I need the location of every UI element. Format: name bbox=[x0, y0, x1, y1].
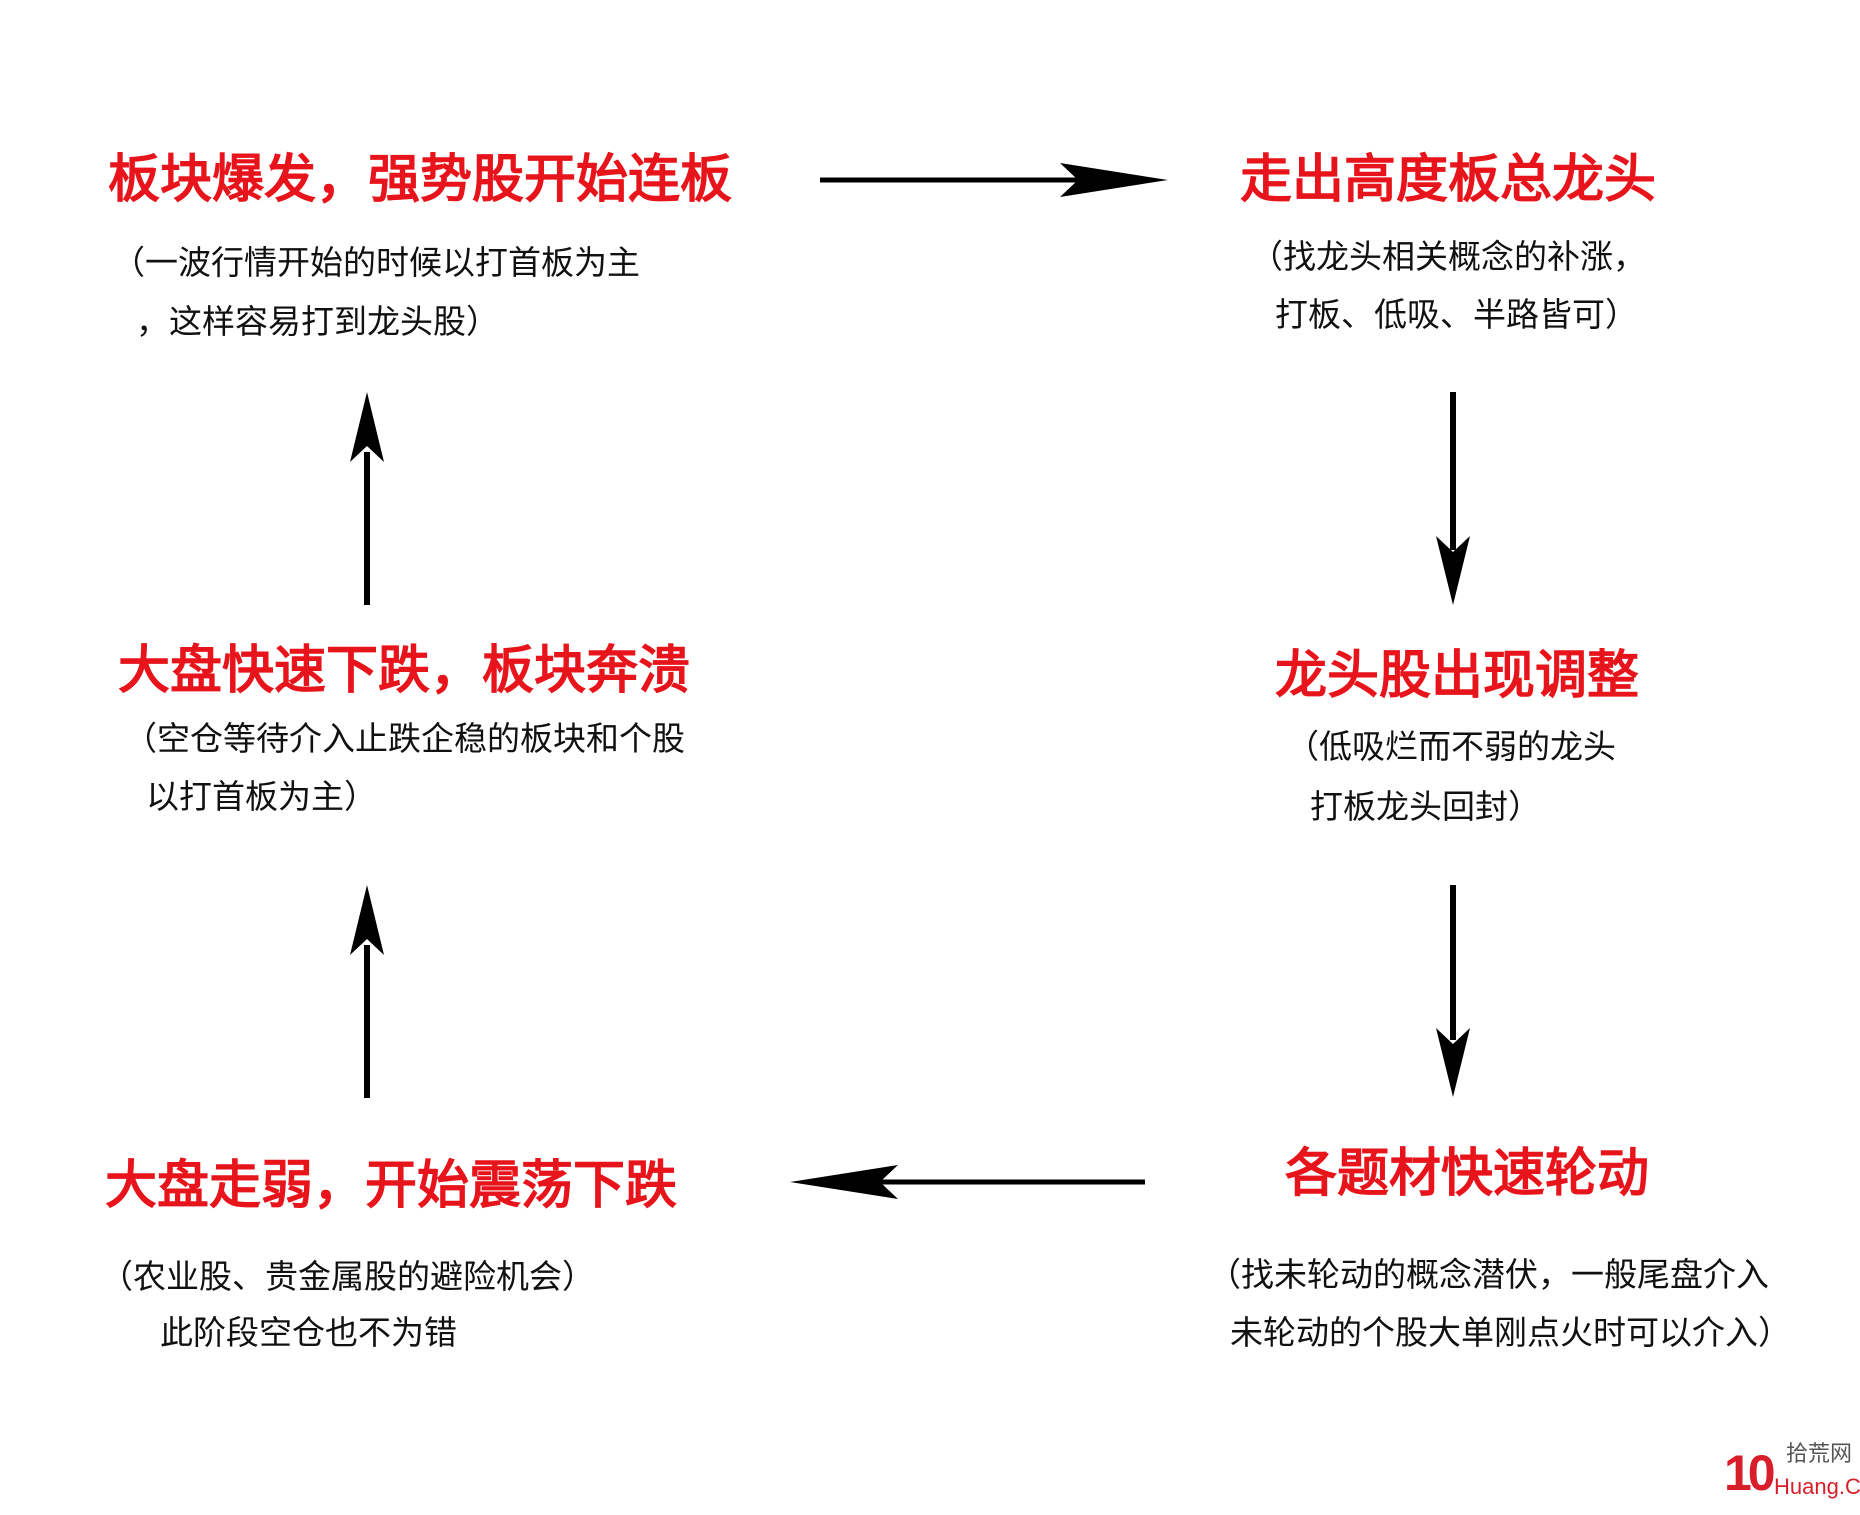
watermark-cn-text: 拾荒网 bbox=[1786, 1442, 1853, 1467]
stage-note-dragon-leader-line1: （找龙头相关概念的补涨， bbox=[1250, 237, 1646, 276]
stage-note-theme-rotation-line2: 未轮动的个股大单刚点火时可以介入） bbox=[1230, 1313, 1791, 1352]
watermark-en-text: Huang.CN bbox=[1774, 1474, 1860, 1499]
stage-note-leader-adjust-line2: 打板龙头回封） bbox=[1310, 787, 1541, 826]
stage-note-market-weakening-line2: 此阶段空仓也不为错 bbox=[160, 1313, 457, 1352]
watermark-number: 10 bbox=[1724, 1445, 1776, 1501]
stage-title-sector-burst: 板块爆发，强势股开始连板 bbox=[108, 150, 733, 210]
stage-note-market-weakening-line1: （农业股、贵金属股的避险机会） bbox=[100, 1257, 595, 1296]
site-watermark-logo: 10 拾荒网 Huang.CN bbox=[1724, 1442, 1860, 1512]
stage-note-sector-burst-line1: （一波行情开始的时候以打首板为主 bbox=[112, 243, 640, 282]
stage-title-market-weakening: 大盘走弱，开始震荡下跌 bbox=[105, 1156, 678, 1216]
arrow-right-top bbox=[820, 163, 1168, 197]
arrow-down-right-lower bbox=[1436, 885, 1470, 1097]
stage-note-market-crash-line2: 以打首板为主） bbox=[146, 777, 377, 816]
stage-note-market-crash-line1: （空仓等待介入止跌企稳的板块和个股 bbox=[124, 719, 685, 758]
stage-title-leader-adjust: 龙头股出现调整 bbox=[1275, 646, 1640, 706]
stage-title-dragon-leader: 走出高度板总龙头 bbox=[1240, 150, 1657, 210]
arrow-left-bottom bbox=[790, 1165, 1145, 1199]
stage-title-theme-rotation: 各题材快速轮动 bbox=[1285, 1144, 1650, 1204]
stage-note-leader-adjust-line1: （低吸烂而不弱的龙头 bbox=[1286, 727, 1616, 766]
arrow-up-left-upper bbox=[350, 392, 384, 605]
arrow-down-right-upper bbox=[1436, 392, 1470, 605]
stage-note-theme-rotation-line1: （找未轮动的概念潜伏，一般尾盘介入 bbox=[1208, 1255, 1769, 1294]
stage-note-dragon-leader-line2: 打板、低吸、半路皆可） bbox=[1275, 295, 1638, 334]
arrow-up-left-lower bbox=[350, 885, 384, 1098]
stage-note-sector-burst-line2: ，这样容易打到龙头股） bbox=[136, 302, 499, 341]
stage-title-market-crash: 大盘快速下跌，板块奔溃 bbox=[118, 641, 691, 701]
